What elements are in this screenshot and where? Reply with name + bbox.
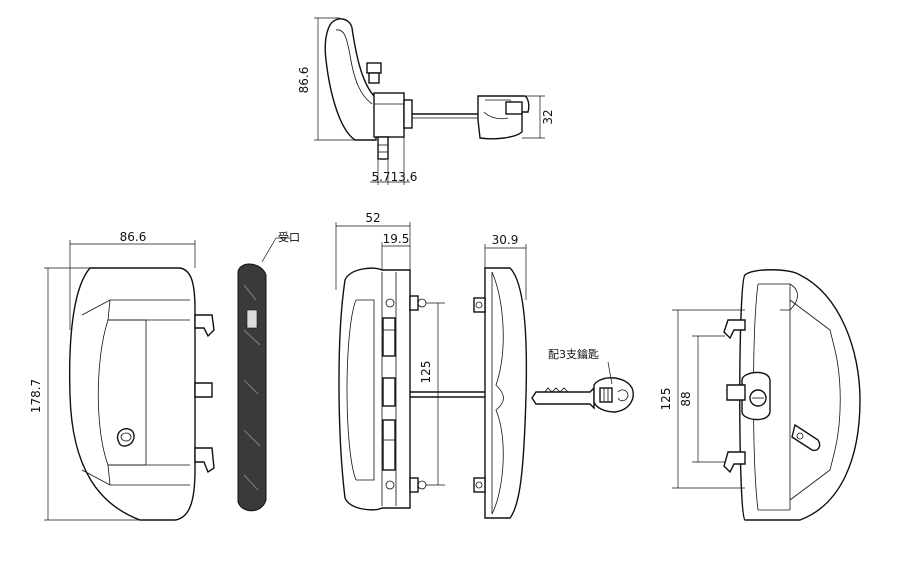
key: 配3支鑰匙 [531,347,634,413]
dim-top-offset-b: 13.6 [391,170,418,184]
dim-top-offset-a: 5.7 [371,170,390,184]
dim-side-depth: 52 [365,211,380,225]
dim-right-inner: 88 [679,391,693,406]
dim-front-height: 178.7 [29,379,43,413]
side-view: 52 19.5 125 [335,211,485,511]
inner-plate: 30.9 [473,233,528,519]
dim-inner-depth: 30.9 [492,233,519,247]
inside-view: 125 88 [659,269,861,521]
dim-front-width: 86.6 [120,230,147,244]
key-note: 配3支鑰匙 [548,347,599,361]
dim-side-inner: 19.5 [383,232,410,246]
dim-top-knob-height: 32 [541,109,555,124]
gasket: 受口 [237,231,300,512]
dim-hole-spacing: 125 [419,361,433,384]
front-view: 86.6 178.7 [29,230,215,521]
dim-right-outer: 125 [659,388,673,411]
top-view: 86.6 32 5.7 13.6 [297,17,555,185]
gasket-note: 受口 [278,231,300,244]
dim-top-height: 86.6 [297,67,311,94]
